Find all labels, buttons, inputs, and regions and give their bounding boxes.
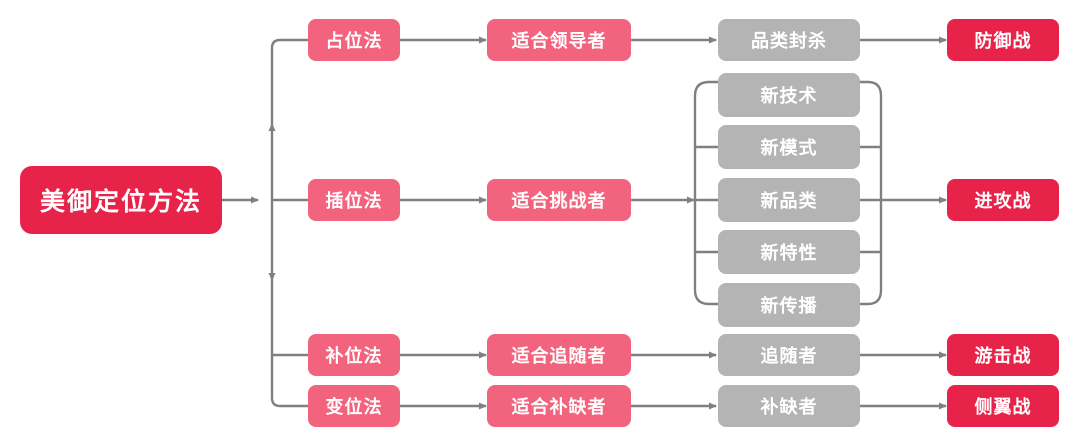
war-node-fangyuzhan[interactable]: 防御战: [947, 19, 1059, 61]
fit-node-follower[interactable]: 适合追随者: [487, 334, 631, 376]
tactic-node-xinpinlei[interactable]: 新品类: [718, 178, 860, 222]
tactic-node-pinleifengsha[interactable]: 品类封杀: [718, 19, 860, 61]
tactic-node-xinmoshi[interactable]: 新模式: [718, 125, 860, 169]
tactic-node-xinjishu[interactable]: 新技术: [718, 73, 860, 117]
wire-trunk-lower: [270, 280, 308, 408]
method-node-bianweifa[interactable]: 变位法: [308, 385, 400, 427]
war-node-jingongzhan[interactable]: 进攻战: [947, 179, 1059, 221]
tactic-node-buquezhe[interactable]: 补缺者: [718, 385, 860, 427]
bracket-left-spine: [693, 80, 718, 97]
wire-trunk-upper: [270, 38, 308, 124]
fit-node-leader[interactable]: 适合领导者: [487, 19, 631, 61]
tactic-node-xinchuanbo[interactable]: 新传播: [718, 283, 860, 327]
fit-node-challenger[interactable]: 适合挑战者: [487, 179, 631, 221]
root-node[interactable]: 美御定位方法: [20, 166, 222, 234]
method-node-zhanweifa[interactable]: 占位法: [308, 19, 400, 61]
war-node-youjizhan[interactable]: 游击战: [947, 334, 1059, 376]
bracket-left-bottom: [693, 289, 718, 306]
bracket-right-bottom: [860, 289, 883, 306]
method-node-buweifa[interactable]: 补位法: [308, 334, 400, 376]
tactic-node-zhuisuizhe[interactable]: 追随者: [718, 334, 860, 376]
war-node-ceyizhan[interactable]: 侧翼战: [947, 385, 1059, 427]
tactic-node-xintexing[interactable]: 新特性: [718, 230, 860, 274]
bracket-right-top: [860, 80, 883, 97]
fit-node-nicher[interactable]: 适合补缺者: [487, 385, 631, 427]
method-node-chaweifa[interactable]: 插位法: [308, 179, 400, 221]
